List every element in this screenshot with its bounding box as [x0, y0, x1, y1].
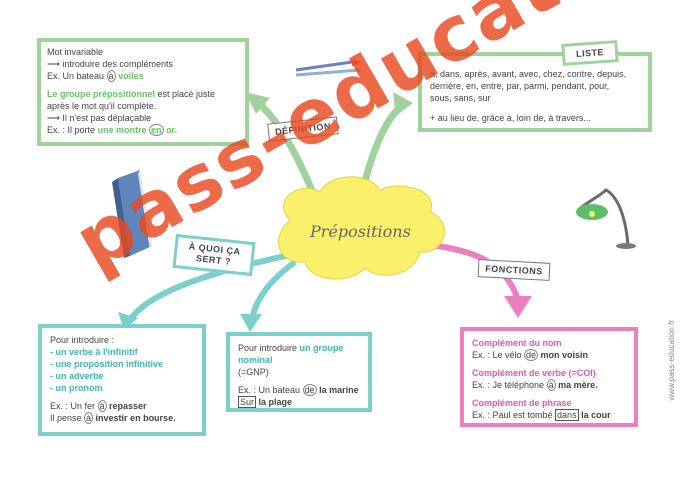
- arrow-head-fonctions: [504, 296, 532, 318]
- groupe-nominal-box: Pour introduire un groupe nominal (=GNP)…: [226, 332, 372, 412]
- gn-line: Pour introduire un groupe nominal: [238, 343, 344, 365]
- arrow-head-liste: [393, 92, 413, 116]
- definition-line: Ex. Un bateau à voiles: [47, 70, 144, 82]
- site-url: www.pass-education.fr: [667, 320, 676, 401]
- arrow-to-infinitif: [127, 252, 291, 322]
- fonctions-label: FONCTIONS: [477, 259, 551, 281]
- definition-line: ⟶ Il n'est pas déplaçable: [47, 113, 152, 123]
- liste-line: derrière, en, entre, par, parmi, pendant…: [430, 81, 610, 91]
- book-icon: [112, 170, 152, 258]
- fonction-example: Ex. : Le vélo de mon voisin: [472, 349, 589, 361]
- fonction-heading: Complément de phrase: [472, 398, 572, 408]
- definition-line: après le mot qu'il complète.: [47, 101, 157, 111]
- arrow-head-gn: [240, 314, 262, 332]
- infinitif-example: Ex. : Un fer à repasser: [50, 400, 147, 412]
- infinitif-line: - un adverbe: [50, 371, 104, 381]
- infinitif-line: - un pronom: [50, 383, 103, 393]
- infinitif-box: Pour introduire : - un verbe à l'infinit…: [38, 324, 206, 436]
- liste-line: à, dans, après, avant, avec, chez, contr…: [430, 69, 627, 79]
- liste-label: LISTE: [561, 40, 619, 66]
- lamp-icon: [576, 188, 636, 249]
- fonctions-box: Complément du nom Ex. : Le vélo de mon v…: [460, 327, 638, 427]
- gn-line: (=GNP): [238, 367, 269, 377]
- fonction-heading: Complément de verbe (=COI): [472, 368, 596, 378]
- definition-box: Mot invariable ⟶ introduire des compléme…: [37, 38, 249, 146]
- center-title: Prépositions: [310, 222, 411, 241]
- liste-line: sous, sans, sur: [430, 93, 491, 103]
- infinitif-line: - une proposition infinitive: [50, 359, 163, 369]
- fonction-heading: Complément du nom: [472, 338, 562, 348]
- definition-line: Ex. : Il porte une montre en or.: [47, 124, 178, 136]
- infinitif-line: - un verbe à l'infinitif: [50, 347, 138, 357]
- gn-example: Ex. : Un bateau de la marine: [238, 384, 359, 396]
- liste-line: + au lieu de, grâce à, loin de, à traver…: [430, 113, 591, 123]
- fonction-example: Ex. : Je téléphone à ma mère.: [472, 379, 598, 391]
- definition-line: Mot invariable: [47, 47, 104, 57]
- infinitif-example: Il pense à investir en bourse.: [50, 412, 176, 424]
- definition-line: ⟶ introduire des compléments: [47, 59, 173, 69]
- definition-line: Le groupe prépositionnel est placé juste: [47, 89, 216, 99]
- gn-example: Sur la plage: [238, 396, 293, 408]
- infinitif-line: Pour introduire :: [50, 335, 115, 345]
- pencils-icon: [295, 60, 362, 77]
- arrow-head-definition: [245, 92, 270, 114]
- cloud-shape: [278, 176, 445, 280]
- fonction-example: Ex. : Paul est tombé dans la cour: [472, 409, 611, 421]
- liste-box: à, dans, après, avant, avec, chez, contr…: [418, 52, 652, 132]
- arrow-to-gn: [249, 259, 297, 321]
